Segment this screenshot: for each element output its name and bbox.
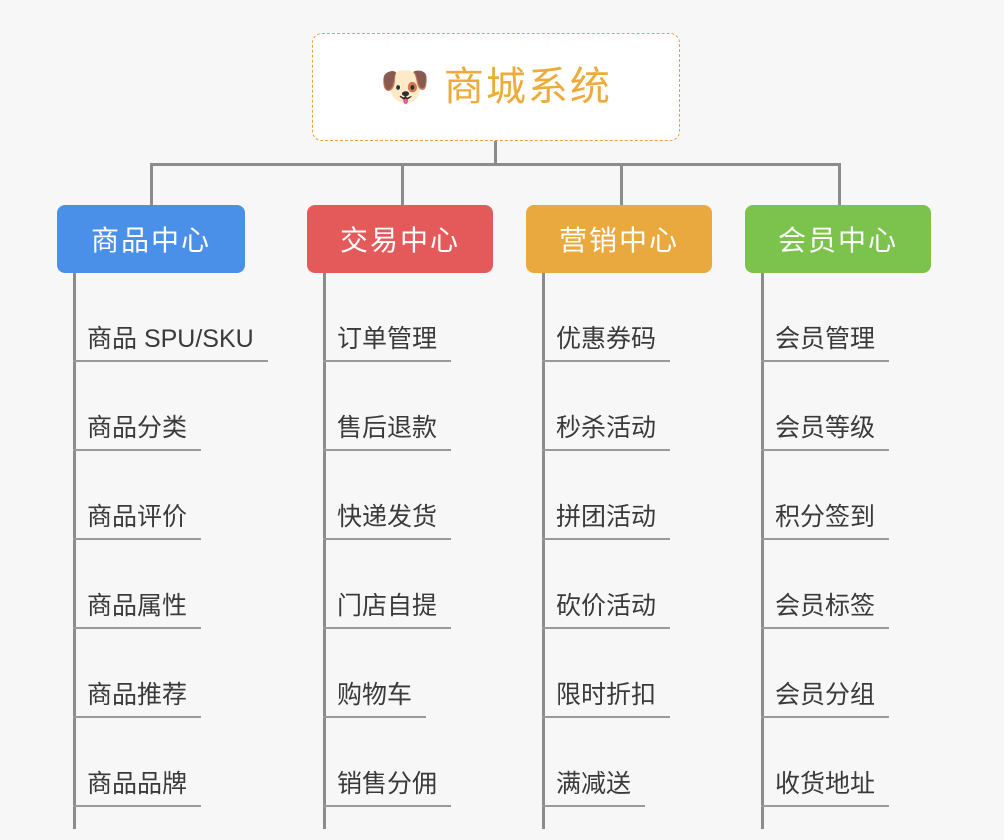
list-item[interactable]: 门店自提 <box>323 540 452 629</box>
list-item[interactable]: 商品属性 <box>73 540 202 629</box>
list-item[interactable]: 砍价活动 <box>542 540 671 629</box>
list-item-label: 商品 SPU/SKU <box>73 325 268 362</box>
branch-product-center: 商品中心 商品 SPU/SKU 商品分类 商品评价 商品属性 商品推荐 商品品牌 <box>57 205 268 829</box>
branch-spine-marketing-center <box>542 273 545 829</box>
list-item[interactable]: 会员管理 <box>761 273 890 362</box>
list-item[interactable]: 限时折扣 <box>542 629 671 718</box>
list-item[interactable]: 秒杀活动 <box>542 362 671 451</box>
list-item[interactable]: 会员分组 <box>761 629 890 718</box>
list-item[interactable]: 收货地址 <box>761 718 890 807</box>
branch-header-label: 营销中心 <box>558 225 679 256</box>
branch-items-member-center: 会员管理 会员等级 积分签到 会员标签 会员分组 收货地址 <box>745 273 931 829</box>
connector-bus <box>150 163 840 166</box>
branch-member-center: 会员中心 会员管理 会员等级 积分签到 会员标签 会员分组 收货地址 <box>745 205 931 829</box>
list-item[interactable]: 商品 SPU/SKU <box>73 273 268 362</box>
shiba-dog-emoji: 🐶 <box>380 65 430 109</box>
branch-header-marketing-center[interactable]: 营销中心 <box>526 205 712 273</box>
connector-drop-member-center <box>838 163 841 207</box>
list-item[interactable]: 商品评价 <box>73 451 202 540</box>
branch-header-label: 交易中心 <box>339 225 460 256</box>
list-item[interactable]: 商品推荐 <box>73 629 202 718</box>
list-item-label: 订单管理 <box>323 325 452 362</box>
branch-spine-product-center <box>73 273 76 829</box>
list-item[interactable]: 会员标签 <box>761 540 890 629</box>
list-item-label: 商品分类 <box>73 414 202 451</box>
branch-spine-trade-center <box>323 273 326 829</box>
list-item-label: 会员管理 <box>761 325 890 362</box>
branch-spine-member-center <box>761 273 764 829</box>
list-item[interactable]: 拼团活动 <box>542 451 671 540</box>
list-item[interactable]: 售后退款 <box>323 362 452 451</box>
branch-header-member-center[interactable]: 会员中心 <box>745 205 931 273</box>
list-item-label: 拼团活动 <box>542 503 671 540</box>
connector-drop-product-center <box>150 163 153 207</box>
branch-trade-center: 交易中心 订单管理 售后退款 快递发货 门店自提 购物车 销售分佣 <box>307 205 493 829</box>
branch-items-product-center: 商品 SPU/SKU 商品分类 商品评价 商品属性 商品推荐 商品品牌 <box>57 273 268 829</box>
list-item-label: 限时折扣 <box>542 681 671 718</box>
list-item-label: 会员标签 <box>761 592 890 629</box>
list-item[interactable]: 商品分类 <box>73 362 202 451</box>
list-item-label: 满减送 <box>542 770 646 807</box>
list-item-label: 门店自提 <box>323 592 452 629</box>
branch-header-label: 会员中心 <box>777 225 898 256</box>
connector-drop-marketing-center <box>620 163 623 207</box>
list-item-label: 会员分组 <box>761 681 890 718</box>
branch-header-trade-center[interactable]: 交易中心 <box>307 205 493 273</box>
root-node[interactable]: 🐶 商城系统 <box>312 33 680 141</box>
list-item[interactable]: 销售分佣 <box>323 718 452 807</box>
branch-header-label: 商品中心 <box>90 225 211 256</box>
list-item-label: 购物车 <box>323 681 427 718</box>
branch-marketing-center: 营销中心 优惠券码 秒杀活动 拼团活动 砍价活动 限时折扣 满减送 <box>526 205 712 829</box>
list-item-label: 售后退款 <box>323 414 452 451</box>
list-item[interactable]: 购物车 <box>323 629 427 718</box>
list-item[interactable]: 优惠券码 <box>542 273 671 362</box>
list-item-label: 商品推荐 <box>73 681 202 718</box>
list-item-label: 商品属性 <box>73 592 202 629</box>
list-item[interactable]: 会员等级 <box>761 362 890 451</box>
list-item[interactable]: 积分签到 <box>761 451 890 540</box>
list-item-label: 销售分佣 <box>323 770 452 807</box>
list-item-label: 积分签到 <box>761 503 890 540</box>
branch-items-trade-center: 订单管理 售后退款 快递发货 门店自提 购物车 销售分佣 <box>307 273 493 829</box>
branch-header-product-center[interactable]: 商品中心 <box>57 205 245 273</box>
list-item-label: 商品品牌 <box>73 770 202 807</box>
branch-items-marketing-center: 优惠券码 秒杀活动 拼团活动 砍价活动 限时折扣 满减送 <box>526 273 712 829</box>
connector-root-stem <box>494 141 497 165</box>
list-item[interactable]: 订单管理 <box>323 273 452 362</box>
root-title: 商城系统 <box>443 65 612 109</box>
list-item-label: 快递发货 <box>323 503 452 540</box>
list-item-label: 秒杀活动 <box>542 414 671 451</box>
list-item[interactable]: 商品品牌 <box>73 718 202 807</box>
connector-drop-trade-center <box>401 163 404 207</box>
list-item-label: 会员等级 <box>761 414 890 451</box>
list-item-label: 收货地址 <box>761 770 890 807</box>
list-item-label: 优惠券码 <box>542 325 671 362</box>
list-item[interactable]: 快递发货 <box>323 451 452 540</box>
list-item-label: 砍价活动 <box>542 592 671 629</box>
list-item[interactable]: 满减送 <box>542 718 646 807</box>
list-item-label: 商品评价 <box>73 503 202 540</box>
